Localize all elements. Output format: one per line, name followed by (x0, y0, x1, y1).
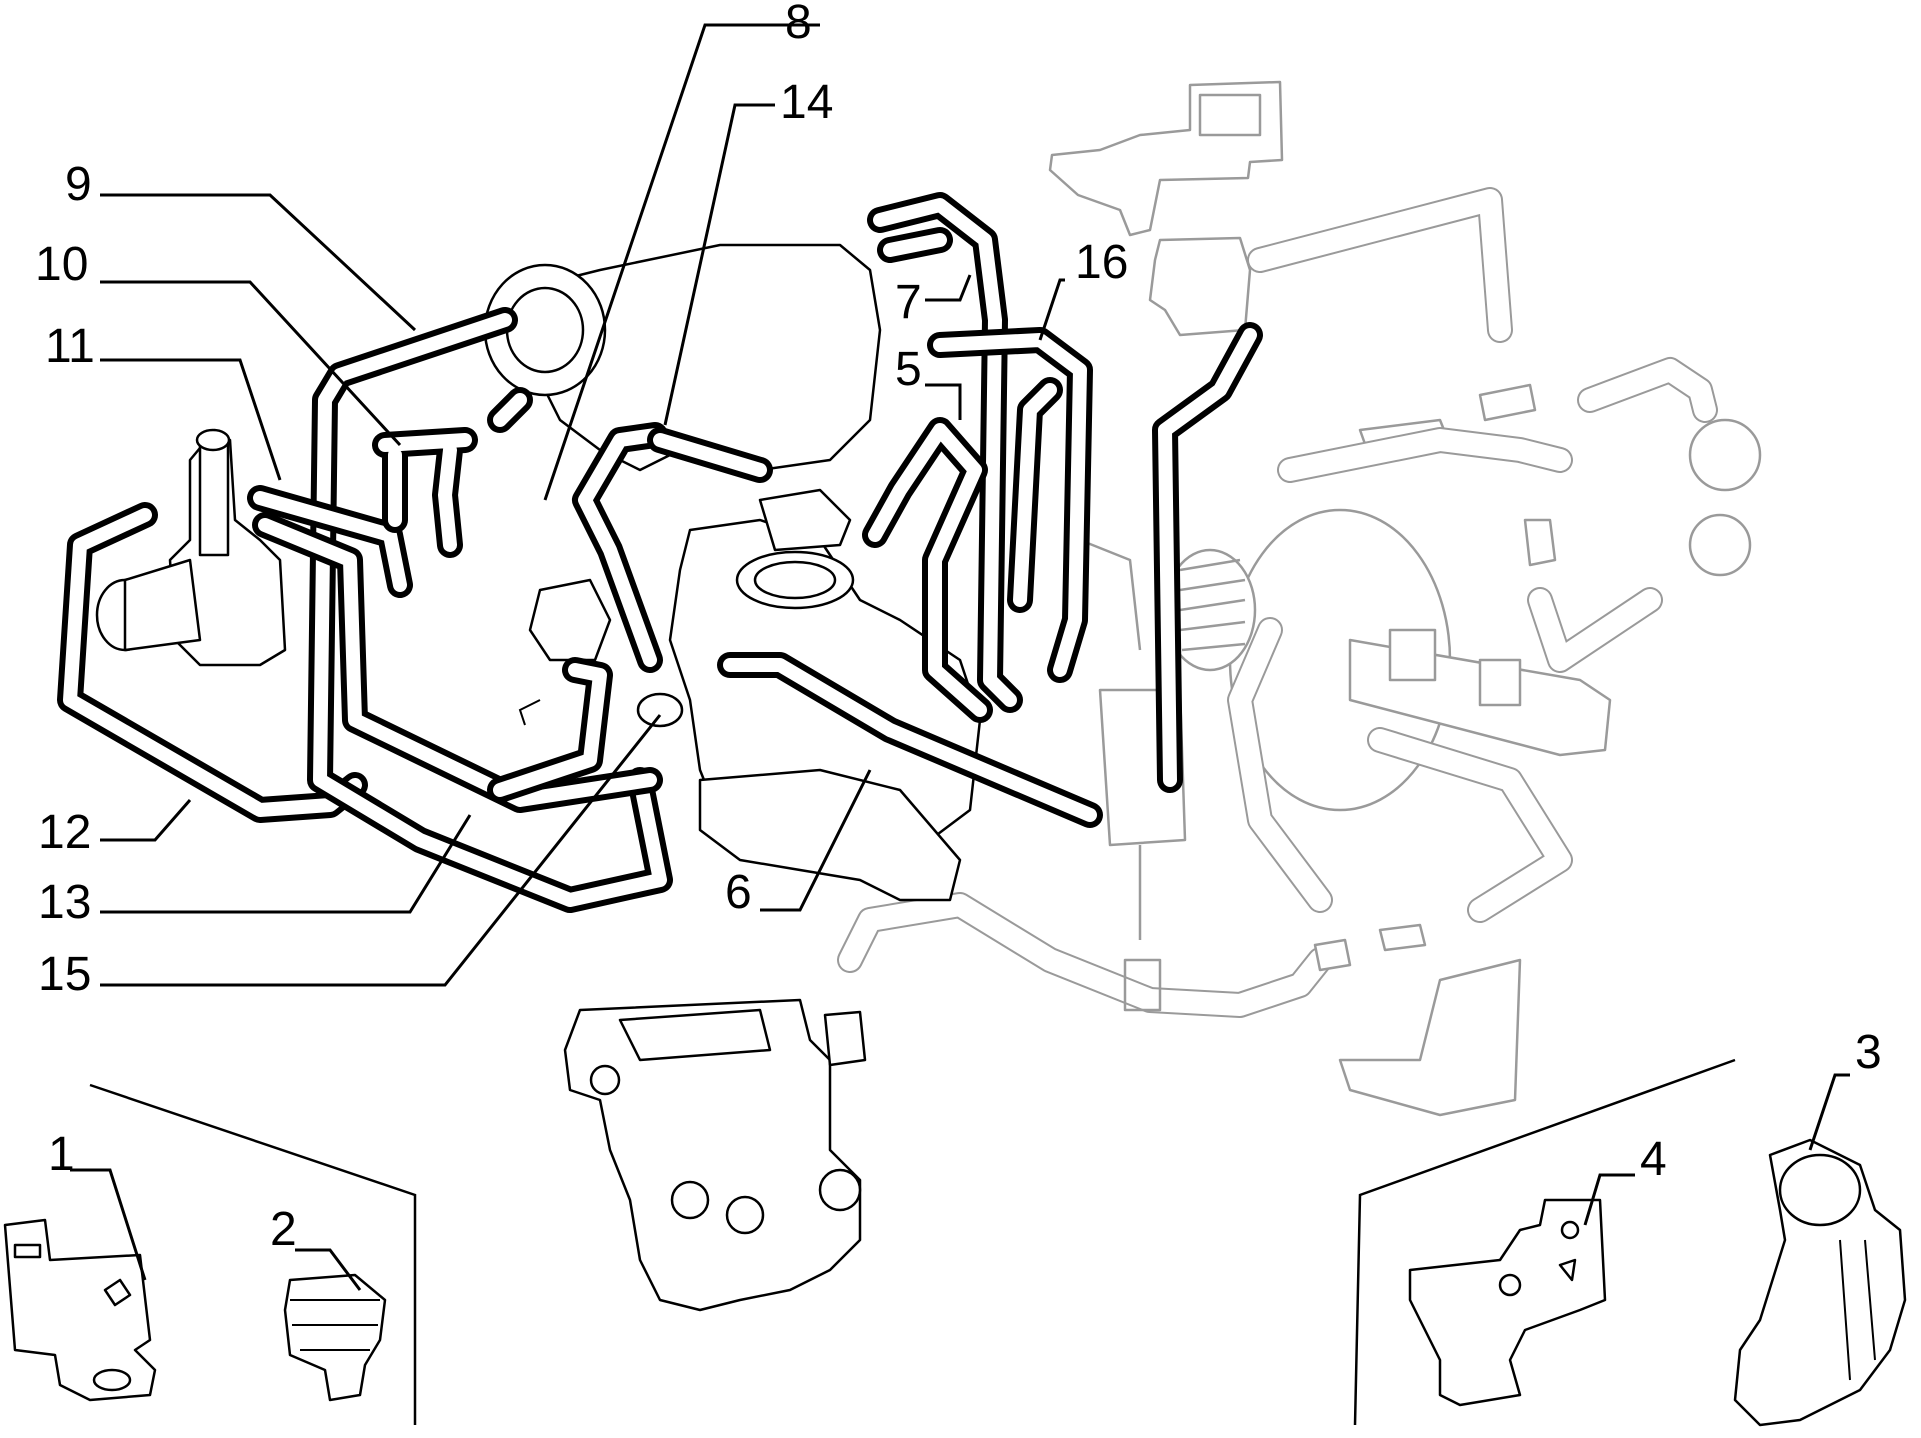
part-1-slot (13, 1243, 42, 1259)
leader-1 (70, 1168, 147, 1281)
part-1-diamond-hole (103, 1278, 132, 1307)
thermostat-stem (198, 438, 230, 557)
callout-10: 10 (35, 238, 88, 291)
part-2-push-clip (283, 1273, 387, 1402)
leader-6 (760, 769, 872, 912)
adapter-port-3 (589, 1064, 621, 1096)
leader-5 (925, 383, 962, 420)
engine-assembly (95, 243, 982, 1312)
part-4-triangle-hole (1558, 1258, 1577, 1282)
detail-section-dividers (89, 1058, 1736, 1426)
adapter-port-4 (818, 1168, 862, 1212)
callout-14: 14 (780, 76, 833, 129)
callout-12: 12 (38, 806, 91, 859)
leader-10 (100, 280, 402, 447)
ghost-valve-block (1148, 236, 1252, 337)
ghost-sensor-connector (1123, 845, 1162, 1012)
intake-flange-bore (505, 286, 585, 374)
callout-8: 8 (785, 0, 812, 49)
ghost-bracket-plate (1198, 93, 1262, 137)
part-1-bracket (3, 1218, 157, 1402)
callout-13: 13 (38, 876, 91, 929)
leader-lines (70, 23, 1850, 1291)
callout-5: 5 (895, 343, 922, 396)
part-4-bolt (1498, 1273, 1522, 1297)
leader-8 (543, 23, 820, 501)
part-3-hose-clamp (1733, 1138, 1907, 1427)
thermostat-outlet-neck (123, 558, 202, 652)
callout-2: 2 (270, 1203, 297, 1256)
intake-manifold (518, 243, 882, 472)
ghost-background-parts (837, 80, 1762, 1117)
part-3-clamp-ring (1778, 1153, 1862, 1227)
detail-parts (3, 1138, 1907, 1427)
divider-right (1353, 1058, 1736, 1426)
ghost-booster-ribs (1179, 558, 1246, 652)
throttle-position-sensor (528, 578, 612, 662)
ghost-hose-clamp (1313, 938, 1352, 972)
leader-2 (295, 1248, 362, 1291)
ghost-bracket-arm (1079, 538, 1142, 651)
adapter-top-flange (618, 1008, 772, 1062)
sensor-wire (518, 699, 541, 726)
ghost-reservoir-cap-2 (1478, 658, 1522, 707)
part-1-round-hole (92, 1368, 132, 1392)
ghost-tee-fitting (1478, 383, 1537, 422)
divider-left (89, 1083, 417, 1425)
leader-12 (100, 799, 192, 842)
leader-15 (100, 714, 662, 987)
callout-numbers: 8 14 9 10 11 16 7 5 6 12 13 15 1 2 3 4 (35, 0, 1882, 1256)
leader-13 (100, 814, 472, 914)
part-3-ribs (1839, 1239, 1876, 1381)
adapter-nipple (823, 1010, 867, 1067)
leader-11 (100, 358, 282, 481)
part-4-hole-1 (1560, 1220, 1580, 1240)
callout-6: 6 (725, 866, 752, 919)
thermostat-cap (195, 428, 231, 452)
leader-4 (1583, 1173, 1635, 1226)
ghost-small-connector (1378, 923, 1427, 952)
hose-clip-15 (636, 692, 684, 728)
adapter-port-2 (725, 1195, 765, 1235)
part-2-ribs (290, 1299, 380, 1351)
leader-14 (663, 103, 775, 426)
callout-16: 16 (1075, 236, 1128, 289)
callout-15: 15 (38, 948, 91, 1001)
callout-11: 11 (45, 320, 95, 373)
ghost-reservoir-cap-1 (1388, 628, 1437, 682)
callout-4: 4 (1640, 1133, 1667, 1186)
adapter-port-1 (670, 1180, 710, 1220)
ghost-lower-bracket (1338, 958, 1522, 1117)
leader-3 (1808, 1073, 1850, 1151)
leader-16 (1038, 278, 1065, 341)
callout-1: 1 (48, 1128, 75, 1181)
callout-7: 7 (895, 276, 922, 329)
leader-7 (925, 274, 972, 302)
part-4-bracket (1408, 1198, 1607, 1407)
ghost-vacuum-valve-1 (1688, 418, 1762, 492)
callout-9: 9 (65, 158, 92, 211)
throttle-actuator (758, 488, 852, 552)
throttle-inlet-bore (753, 560, 837, 600)
lower-throttle-base (698, 768, 962, 902)
ghost-check-valve (1523, 518, 1557, 567)
leader-9 (100, 193, 417, 332)
ghost-vacuum-valve-2 (1688, 513, 1752, 577)
callout-3: 3 (1855, 1026, 1882, 1079)
